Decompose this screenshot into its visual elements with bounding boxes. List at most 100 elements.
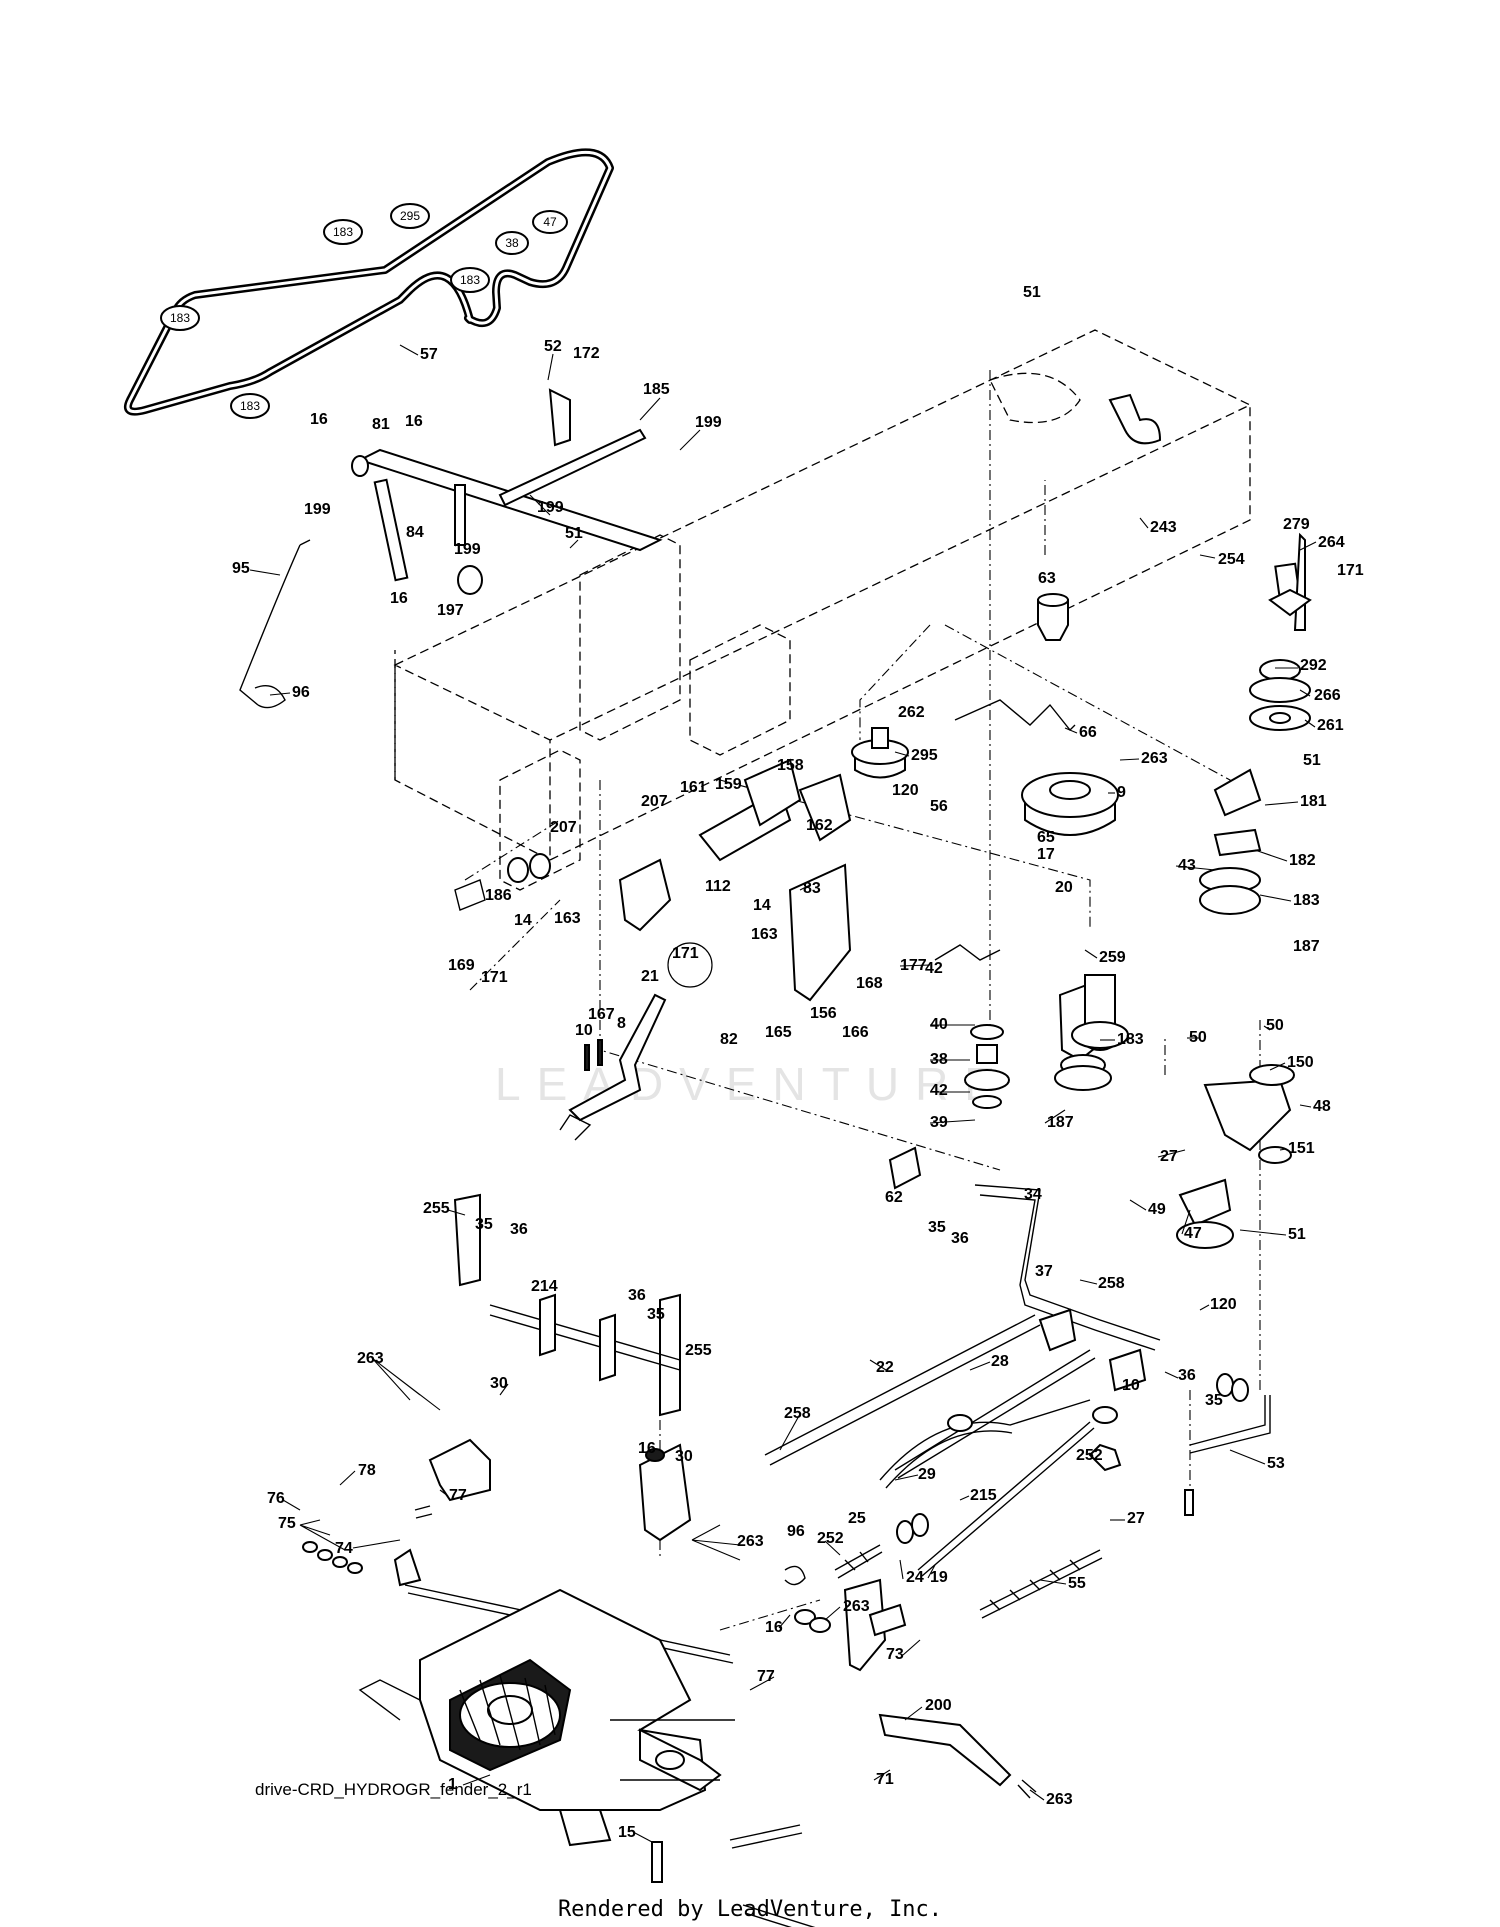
part-number-label: 96 bbox=[787, 1523, 805, 1540]
part-number-label: 16 bbox=[638, 1440, 656, 1457]
part-number-label: 258 bbox=[784, 1405, 811, 1422]
part-number-label: 295 bbox=[911, 747, 938, 764]
part-number-label: 51 bbox=[1288, 1226, 1306, 1243]
belt-pulley-label: 183 bbox=[170, 311, 190, 325]
part-number-label: 266 bbox=[1314, 687, 1341, 704]
part-number-label: 156 bbox=[810, 1005, 837, 1022]
part-number-label: 47 bbox=[1184, 1225, 1202, 1242]
part-number-label: 43 bbox=[1178, 857, 1196, 874]
part-number-label: 163 bbox=[554, 910, 581, 927]
part-number-label: 151 bbox=[1288, 1140, 1315, 1157]
part-number-label: 78 bbox=[358, 1462, 376, 1479]
part-number-label: 56 bbox=[930, 798, 948, 815]
part-number-label: 255 bbox=[423, 1200, 450, 1217]
part-number-label: 292 bbox=[1300, 657, 1327, 674]
part-number-label: 81 bbox=[372, 416, 390, 433]
belt-pulley-label: 38 bbox=[505, 236, 519, 250]
part-number-label: 35 bbox=[928, 1219, 946, 1236]
assembly-lines bbox=[464, 370, 1261, 1631]
part-number-label: 169 bbox=[448, 957, 475, 974]
part-number-label: 37 bbox=[1035, 1263, 1053, 1280]
part-number-label: 172 bbox=[573, 345, 600, 362]
part-number-label: 163 bbox=[751, 926, 778, 943]
part-number-label: 183 bbox=[1117, 1031, 1144, 1048]
part-number-label: 17 bbox=[1037, 846, 1055, 863]
part-number-label: 199 bbox=[537, 499, 564, 516]
part-number-label: 28 bbox=[991, 1353, 1009, 1370]
part-number-label: 150 bbox=[1287, 1054, 1314, 1071]
part-number-label: 51 bbox=[565, 525, 583, 542]
part-number-label: 263 bbox=[1046, 1791, 1073, 1808]
diagram-reference-code: drive-CRD_HYDROGR_fender_2_r1 bbox=[255, 1780, 532, 1799]
part-number-label: 263 bbox=[1141, 750, 1168, 767]
leader-lines bbox=[249, 344, 1317, 1843]
part-number-label: 162 bbox=[806, 817, 833, 834]
part-number-label: 22 bbox=[876, 1359, 894, 1376]
part-number-label: 263 bbox=[843, 1598, 870, 1615]
part-number-label: 36 bbox=[628, 1287, 646, 1304]
part-number-label: 14 bbox=[514, 912, 532, 929]
part-number-label: 259 bbox=[1099, 949, 1126, 966]
part-number-label: 36 bbox=[510, 1221, 528, 1238]
part-number-label: 166 bbox=[842, 1024, 869, 1041]
part-number-label: 168 bbox=[856, 975, 883, 992]
part-number-label: 197 bbox=[437, 602, 464, 619]
part-number-label: 159 bbox=[715, 776, 742, 793]
part-number-label: 255 bbox=[685, 1342, 712, 1359]
part-number-label: 167 bbox=[588, 1006, 615, 1023]
part-number-label: 83 bbox=[803, 880, 821, 897]
part-number-label: 35 bbox=[647, 1306, 665, 1323]
part-number-label: 187 bbox=[1293, 938, 1320, 955]
part-number-label: 36 bbox=[951, 1230, 969, 1247]
part-number-label: 66 bbox=[1079, 724, 1097, 741]
linkage-parts bbox=[764, 1146, 1271, 1619]
part-number-label: 42 bbox=[925, 960, 943, 977]
belt-pulley-label: 295 bbox=[400, 209, 420, 223]
part-number-label: 261 bbox=[1317, 717, 1344, 734]
part-number-label: 95 bbox=[232, 560, 250, 577]
part-number-label: 199 bbox=[695, 414, 722, 431]
part-number-label: 165 bbox=[765, 1024, 792, 1041]
upper-left-parts bbox=[239, 388, 663, 709]
part-number-label: 112 bbox=[705, 878, 731, 895]
part-number-label: 199 bbox=[304, 501, 331, 518]
part-number-label: 264 bbox=[1318, 534, 1345, 551]
middle-left-parts bbox=[454, 758, 852, 1141]
part-number-label: 36 bbox=[1178, 1367, 1196, 1384]
part-number-label: 65 bbox=[1037, 829, 1055, 846]
part-number-label: 200 bbox=[925, 1697, 952, 1714]
part-number-label: 20 bbox=[1055, 879, 1073, 896]
part-number-label: 19 bbox=[930, 1569, 948, 1586]
part-number-label: 243 bbox=[1150, 519, 1177, 536]
part-number-label: 16 bbox=[390, 590, 408, 607]
part-number-label: 262 bbox=[898, 704, 925, 721]
part-number-label: 62 bbox=[885, 1189, 903, 1206]
part-number-label: 158 bbox=[777, 757, 804, 774]
part-number-label: 34 bbox=[1024, 1186, 1042, 1203]
belt-pulley-label: 47 bbox=[543, 215, 557, 229]
part-number-label: 30 bbox=[675, 1448, 693, 1465]
belt-pulley-label: 183 bbox=[240, 399, 260, 413]
part-number-label: 73 bbox=[886, 1646, 904, 1663]
part-number-label: 215 bbox=[970, 1487, 997, 1504]
part-number-label: 75 bbox=[278, 1515, 296, 1532]
part-number-label: 10 bbox=[1122, 1377, 1140, 1394]
part-number-label: 30 bbox=[490, 1375, 508, 1392]
transaxle bbox=[358, 1588, 735, 1883]
part-number-label: 254 bbox=[1218, 551, 1245, 568]
part-number-label: 50 bbox=[1266, 1017, 1284, 1034]
part-number-label: 24 bbox=[906, 1569, 924, 1586]
part-labels: 57 52 172 185 199 16 81 16 199 84 199 19… bbox=[232, 284, 1364, 1841]
part-number-label: 52 bbox=[544, 338, 562, 355]
watermark: LEADVENTURE bbox=[495, 1058, 1011, 1110]
part-number-label: 207 bbox=[641, 793, 668, 810]
part-number-label: 252 bbox=[1076, 1447, 1103, 1464]
part-number-label: 252 bbox=[817, 1530, 844, 1547]
part-number-label: 35 bbox=[1205, 1392, 1223, 1409]
part-number-label: 16 bbox=[765, 1619, 783, 1636]
part-number-label: 63 bbox=[1038, 570, 1056, 587]
part-number-label: 42 bbox=[930, 1082, 948, 1099]
drive-belt bbox=[124, 148, 614, 416]
part-number-label: 25 bbox=[848, 1510, 866, 1527]
